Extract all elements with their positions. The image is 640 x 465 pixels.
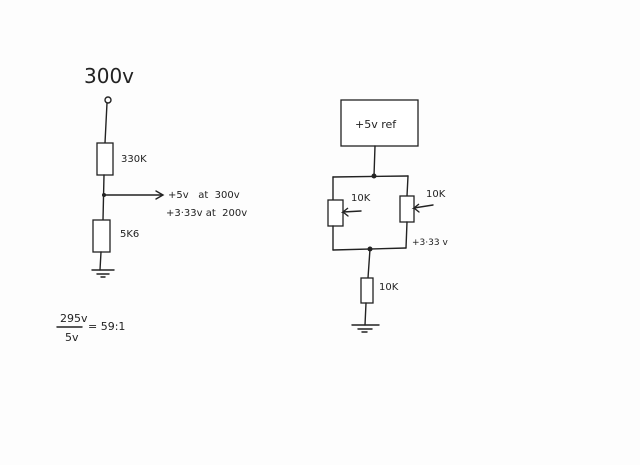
output-arrow-icon (155, 190, 165, 200)
resistor-5k6-label: 5K6 (120, 229, 139, 240)
potentiometer-left (327, 199, 344, 227)
resistor-10k (360, 277, 374, 304)
wiper-arrow-icon (340, 207, 362, 217)
pot-right-label: 10K (426, 189, 446, 200)
resistor-5k6 (92, 219, 111, 253)
formula-result: = 59:1 (88, 320, 125, 333)
formula-denominator: 5v (65, 331, 79, 344)
reference-circuit: +5v ref 10K 10K +3·33 v 10K (327, 99, 448, 333)
ground-icon (351, 324, 380, 333)
wiper-arrow-icon (411, 203, 434, 213)
output-voltage-label: +3·33 v (412, 238, 448, 248)
pot-left-label: 10K (351, 193, 371, 204)
ground-icon (91, 269, 115, 278)
resistor-330k-label: 330K (121, 154, 147, 165)
resistor-330k (96, 142, 114, 176)
resistor-10k-label: 10K (379, 282, 399, 293)
reference-label: +5v ref (355, 118, 397, 131)
ratio-formula: 295v 5v = 59:1 (56, 312, 125, 344)
supply-terminal (104, 96, 112, 104)
reference-box (340, 99, 419, 147)
voltage-divider-circuit: 300v 330K +5v at 300v +3·33v at 200v 5K6… (56, 64, 247, 344)
output-note-2: +3·33v at 200v (166, 208, 247, 219)
formula-numerator: 295v (60, 312, 88, 325)
supply-voltage-label: 300v (84, 64, 134, 88)
output-note-1: +5v at 300v (168, 190, 240, 201)
